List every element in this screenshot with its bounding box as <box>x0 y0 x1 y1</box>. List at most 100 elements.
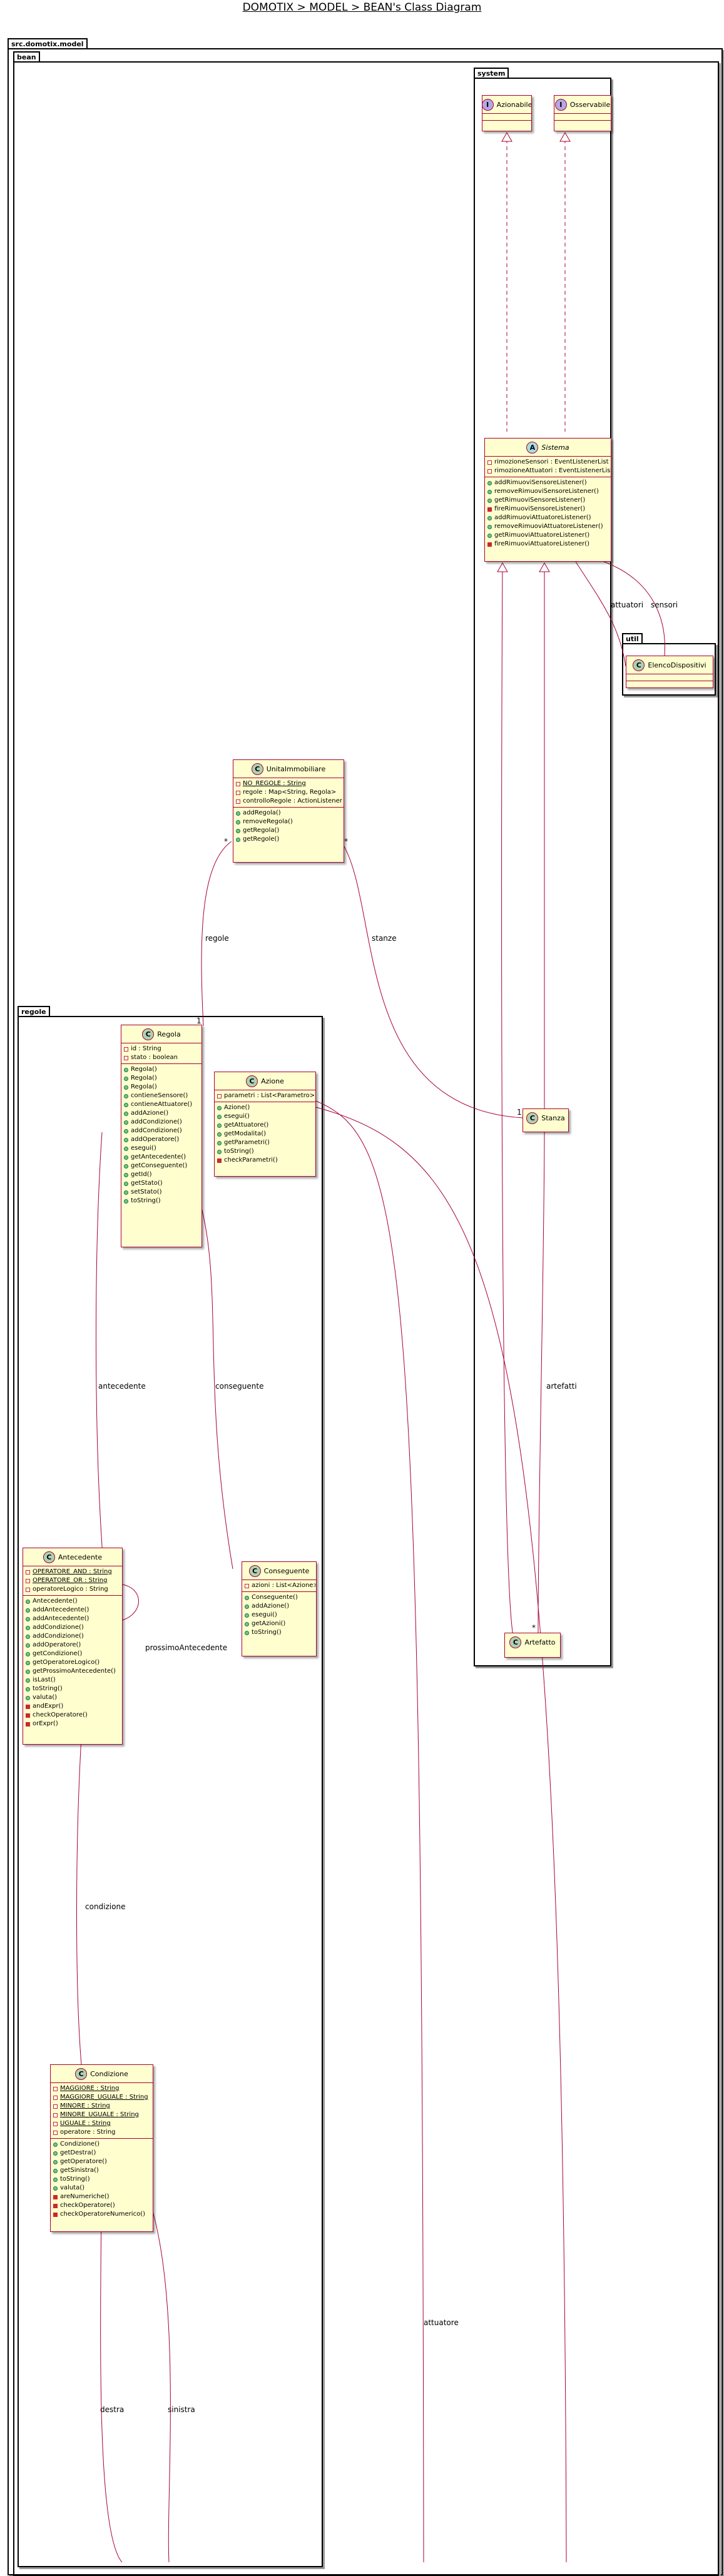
public-visibility-icon <box>124 1164 128 1169</box>
public-visibility-icon <box>26 1678 30 1683</box>
method-row: orExpr() <box>26 1720 120 1728</box>
method-signature: contieneSensore() <box>131 1092 188 1099</box>
package-tab-system: system <box>474 68 509 78</box>
method-signature: addCondizione() <box>131 1127 182 1134</box>
private-visibility-icon <box>217 1158 222 1163</box>
class-name: ElencoDispositivi <box>648 661 706 669</box>
method-signature: getOperatoreLogico() <box>33 1659 100 1666</box>
method-signature: checkOperatore() <box>60 2202 115 2209</box>
method-signature: areNumeriche() <box>60 2193 110 2200</box>
public-visibility-icon <box>124 1146 128 1151</box>
private-visibility-icon <box>53 2121 58 2126</box>
public-visibility-icon <box>26 1660 30 1665</box>
field-row: MAGGIORE : String <box>53 2084 150 2093</box>
public-visibility-icon <box>124 1155 128 1160</box>
assoc-sinistra <box>152 2211 171 2562</box>
class-name: Artefatto <box>524 1638 556 1646</box>
method-signature: esegui() <box>224 1113 250 1120</box>
field-row: MAGGIORE_UGUALE : String <box>53 2093 150 2102</box>
method-signature: addOperatore() <box>131 1136 180 1143</box>
method-row: getId() <box>124 1170 199 1179</box>
assoc-condizione <box>76 1737 82 2065</box>
field-row: OPERATORE_OR : String <box>26 1576 120 1585</box>
public-visibility-icon <box>26 1599 30 1604</box>
methods-section <box>554 121 611 127</box>
method-signature: Regola() <box>131 1075 157 1082</box>
method-signature: getRegole() <box>243 836 280 843</box>
method-signature: getId() <box>131 1171 152 1178</box>
field-signature: UGUALE : String <box>60 2120 111 2127</box>
method-row: removeRimuoviAttuatoreListener() <box>487 522 608 531</box>
method-row: toString() <box>245 1628 314 1637</box>
method-signature: isLast() <box>33 1676 56 1683</box>
method-signature: getDestra() <box>60 2149 96 2156</box>
private-visibility-icon <box>26 1722 30 1727</box>
method-signature: getRimuoviAttuatoreListener() <box>494 532 590 539</box>
method-signature: esegui() <box>131 1145 156 1152</box>
public-visibility-icon <box>245 1595 249 1600</box>
methods-section <box>626 681 713 687</box>
method-row: areNumeriche() <box>53 2193 150 2201</box>
private-visibility-icon <box>245 1583 249 1588</box>
method-row: valuta() <box>26 1693 120 1702</box>
method-row: Antecedente() <box>26 1597 120 1606</box>
method-row: removeRimuoviSensoreListener() <box>487 487 608 496</box>
label-sensori: sensori <box>651 601 678 609</box>
methods-section: Conseguente()addAzione()esegui()getAzion… <box>242 1592 316 1638</box>
realization-azionabile-arrow <box>501 131 512 142</box>
public-visibility-icon <box>487 480 492 485</box>
method-row: Regola() <box>124 1074 199 1083</box>
method-row: Conseguente() <box>245 1593 314 1602</box>
method-row: getRegole() <box>236 835 341 844</box>
class-icon: C <box>633 659 645 671</box>
methods-section: Antecedente()addAntecedente()addAntecede… <box>23 1596 122 1730</box>
method-row: fireRimuoviAttuatoreListener() <box>487 540 608 549</box>
field-row: azioni : List<Azione> <box>245 1581 316 1590</box>
public-visibility-icon <box>124 1093 128 1098</box>
method-signature: toString() <box>33 1685 63 1692</box>
class-icon: C <box>248 1564 261 1577</box>
interface-icon: I <box>482 98 494 111</box>
public-visibility-icon <box>217 1123 222 1128</box>
field-signature: controlloRegole : ActionListener <box>243 798 342 804</box>
field-row: MINORE : String <box>53 2102 150 2111</box>
method-row: isLast() <box>26 1676 120 1685</box>
method-row: addAzione() <box>245 1602 314 1611</box>
class-name: Osservabile <box>569 100 611 109</box>
method-row: getOperatore() <box>53 2158 150 2166</box>
method-signature: addRegola() <box>243 809 281 816</box>
method-signature: contieneAttuatore() <box>131 1101 193 1108</box>
method-row: esegui() <box>245 1611 314 1620</box>
field-row: rimozioneAttuatori : EventListenerList <box>487 467 611 475</box>
public-visibility-icon <box>26 1643 30 1648</box>
abstract-class-icon: A <box>526 441 539 454</box>
method-signature: getStato() <box>131 1180 163 1187</box>
package-tab-root: src.domotix.model <box>8 38 88 49</box>
private-visibility-icon <box>53 2212 58 2217</box>
field-signature: MAGGIORE : String <box>60 2085 120 2092</box>
field-row: UGUALE : String <box>53 2119 150 2128</box>
package-util <box>622 643 716 696</box>
label-prossimo-antecedente: prossimoAntecedente <box>145 1643 228 1652</box>
public-visibility-icon <box>26 1651 30 1656</box>
methods-section: Condizione()getDestra()getOperatore()get… <box>51 2139 153 2220</box>
public-visibility-icon <box>26 1686 30 1691</box>
method-row: checkOperatore() <box>26 1711 120 1720</box>
private-visibility-icon <box>26 1569 30 1575</box>
assoc-destra <box>100 2204 123 2562</box>
